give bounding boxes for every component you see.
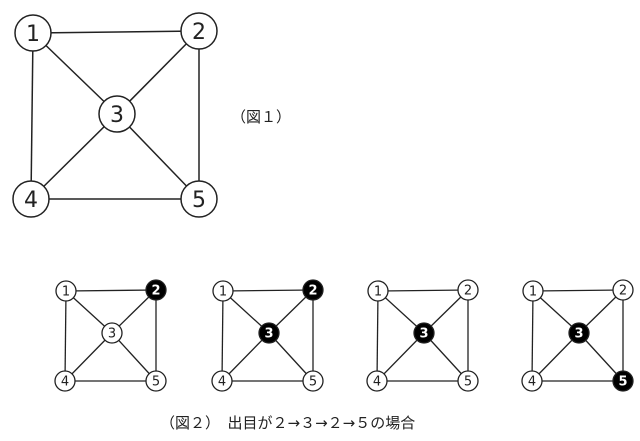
- fig2-panel1-node-label-5: 5: [152, 375, 160, 390]
- fig2-panel2-node-5: [302, 370, 324, 392]
- fig1-edge-1-3: [32, 32, 118, 115]
- fig2-panel3-node-label-3: 3: [419, 327, 428, 342]
- fig1-node-label-3: 3: [110, 103, 124, 128]
- fig2-panel2-node-1: [212, 280, 234, 302]
- fig2-panel3-node-5: [457, 370, 479, 392]
- figure-2-panel-1: 1 2 3 4 5: [54, 279, 167, 392]
- fig2-panel4-node-5: [612, 370, 634, 392]
- fig1-node-label-4: 4: [24, 188, 38, 213]
- fig1-node-label-1: 1: [26, 22, 40, 47]
- fig2-panel3-edge-5-3: [423, 332, 469, 382]
- fig2-panel3-node-2: [457, 279, 479, 301]
- figure-2-caption: （図２） 出目が２→３→２→５の場合: [160, 414, 416, 432]
- fig2-panel3-node-3: [413, 322, 435, 344]
- fig1-node-4: [12, 180, 50, 218]
- fig2-panel1-node-label-4: 4: [61, 375, 69, 390]
- fig2-panel1-node-label-1: 1: [62, 285, 70, 300]
- fig1-node-1: [14, 14, 52, 52]
- fig2-panel2-node-label-5: 5: [309, 375, 317, 390]
- fig2-panel4-node-label-4: 4: [528, 375, 536, 390]
- fig1-edge-4-1: [30, 32, 34, 200]
- fig1-node-2: [180, 12, 218, 50]
- fig2-panel1-edge-4-3: [64, 332, 113, 382]
- fig2-panel1-node-5: [145, 370, 167, 392]
- figure-1-graph: 1 2 3 4 5: [12, 12, 218, 218]
- fig2-panel3-edge-1-2: [377, 289, 469, 292]
- fig2-panel2-node-3: [258, 322, 280, 344]
- figure-2-panel-3: 1 2 3 4 5: [366, 279, 479, 392]
- fig2-panel4-node-3: [568, 322, 590, 344]
- fig2-panel4-node-label-2: 2: [619, 284, 627, 299]
- fig2-panel1-node-1: [55, 280, 77, 302]
- fig2-panel2-edge-5-3: [268, 332, 314, 382]
- fig2-panel1-node-label-3: 3: [108, 327, 116, 342]
- fig2-panel4-node-label-3: 3: [574, 327, 583, 342]
- fig2-panel4-edge-1-2: [532, 289, 624, 292]
- fig2-panel4-edge-5-3: [578, 332, 624, 382]
- fig1-node-label-5: 5: [192, 188, 206, 213]
- fig2-panel2-node-label-1: 1: [219, 285, 227, 300]
- fig2-panel1-edge-1-2: [65, 289, 157, 292]
- fig2-panel4-node-1: [522, 280, 544, 302]
- fig2-panel1-node-3: [101, 322, 123, 344]
- fig1-node-label-2: 2: [192, 20, 206, 45]
- fig2-panel4-node-4: [521, 370, 543, 392]
- fig1-edge-2-3: [116, 30, 200, 115]
- fig2-panel4-node-label-1: 1: [529, 285, 537, 300]
- fig2-panel1-node-label-2: 2: [151, 284, 160, 299]
- fig1-node-3: [98, 95, 136, 133]
- fig2-panel3-edge-4-1: [376, 290, 379, 382]
- fig2-panel2-node-label-2: 2: [308, 284, 317, 299]
- fig2-panel3-node-1: [367, 280, 389, 302]
- fig2-panel3-edge-4-3: [376, 332, 425, 382]
- fig2-panel2-node-label-3: 3: [264, 327, 273, 342]
- fig2-panel4-node-2: [612, 279, 634, 301]
- fig2-panel1-node-4: [54, 370, 76, 392]
- fig2-panel4-node-label-5: 5: [618, 375, 627, 390]
- fig2-panel2-edge-4-1: [221, 290, 224, 382]
- fig2-panel2-node-4: [211, 370, 233, 392]
- fig2-panel2-node-label-4: 4: [218, 375, 226, 390]
- fig2-panel4-edge-4-1: [531, 290, 534, 382]
- fig2-panel2-edge-4-3: [221, 332, 270, 382]
- fig1-node-5: [180, 180, 218, 218]
- figure-2-panel-2: 1 2 3 4 5: [211, 279, 324, 392]
- fig2-panel4-edge-4-3: [531, 332, 580, 382]
- fig1-edge-5-3: [116, 113, 200, 200]
- fig2-panel1-edge-5-3: [111, 332, 157, 382]
- fig2-panel2-edge-1-2: [222, 289, 314, 292]
- figure-2-panels: 1 2 3 4 5 1 2 3 4 5 1 2 3 4 5 1 2 3 4 5: [54, 279, 634, 392]
- figure-2-panel-4: 1 2 3 4 5: [521, 279, 634, 392]
- fig2-panel1-node-2: [145, 279, 167, 301]
- fig2-panel1-edge-4-1: [64, 290, 67, 382]
- fig1-edge-1-2: [32, 30, 200, 34]
- fig2-panel3-node-label-4: 4: [373, 375, 381, 390]
- fig2-panel3-node-label-2: 2: [464, 284, 472, 299]
- fig2-panel3-node-4: [366, 370, 388, 392]
- fig2-panel3-node-label-1: 1: [374, 285, 382, 300]
- fig2-panel3-node-label-5: 5: [464, 375, 472, 390]
- fig1-edge-4-3: [30, 113, 118, 200]
- fig2-panel2-node-2: [302, 279, 324, 301]
- figure-1-caption: （図１）: [231, 108, 292, 126]
